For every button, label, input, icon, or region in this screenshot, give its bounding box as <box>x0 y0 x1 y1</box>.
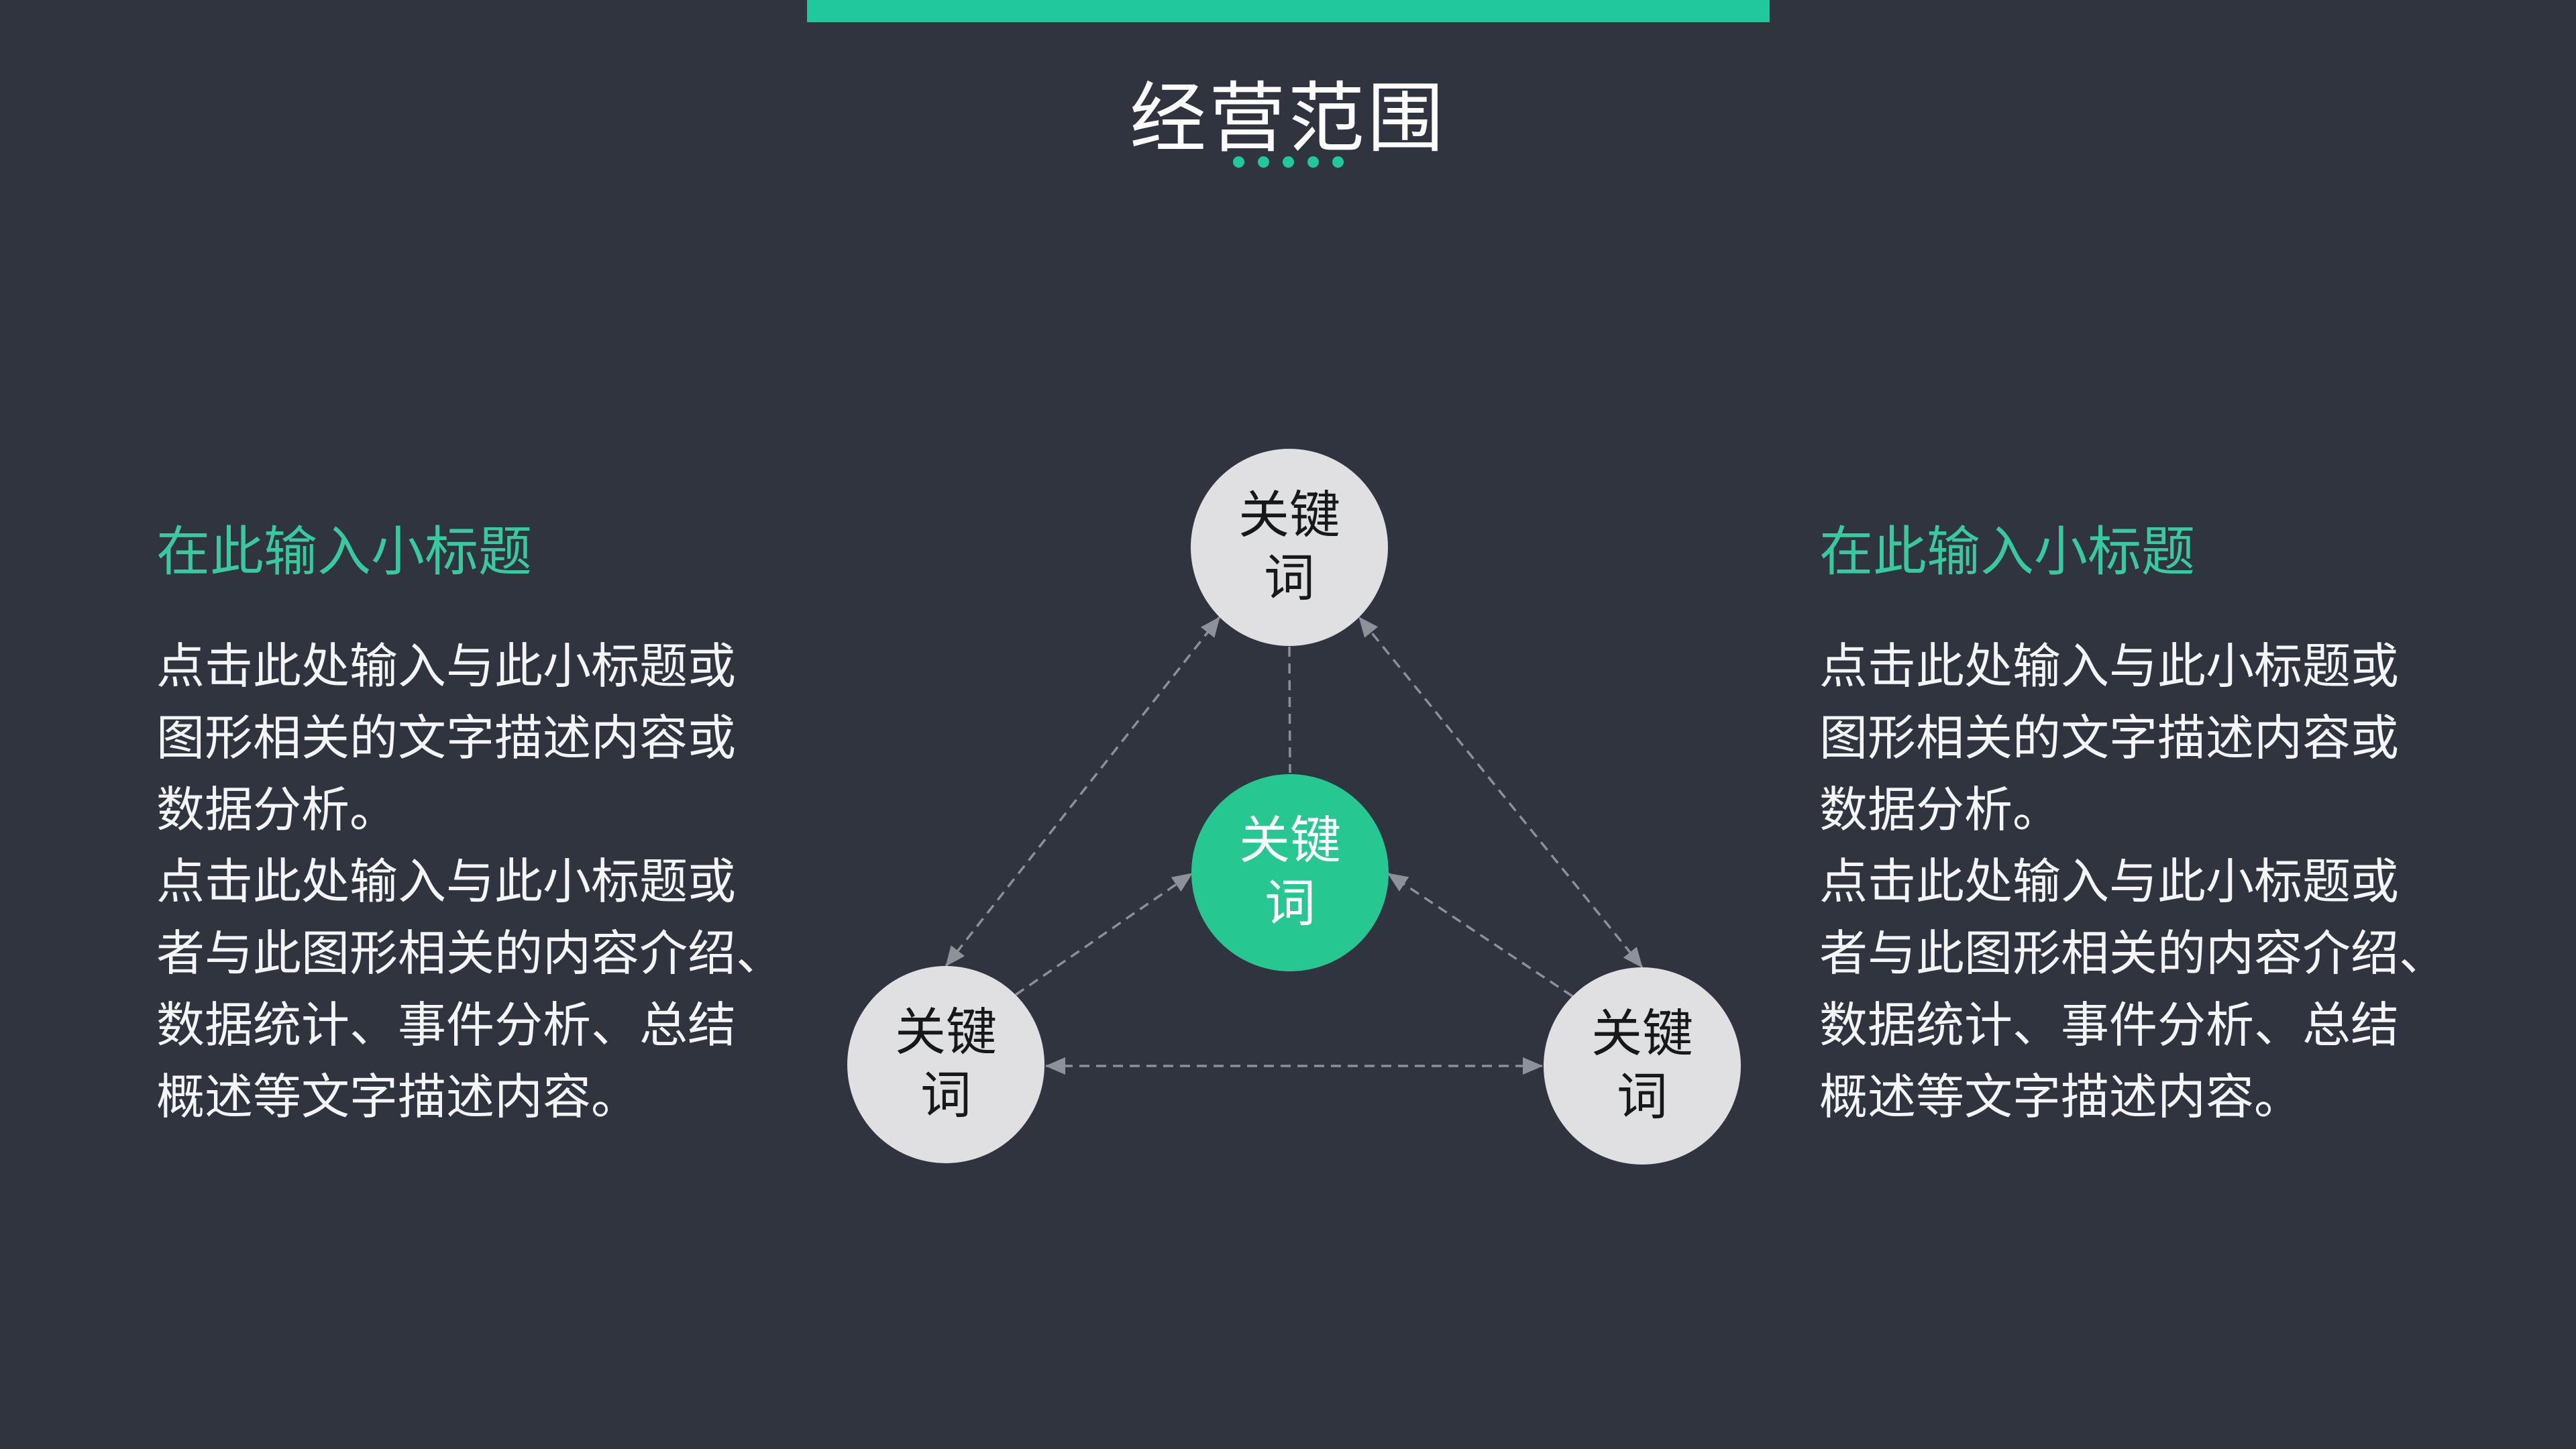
keyword-label: 关键 <box>895 1004 997 1061</box>
body-text-line: 图形相关的文字描述内容或 <box>1819 712 2400 765</box>
body-text-line: 概述等文字描述内容。 <box>1819 1071 2303 1124</box>
left-body-text: 点击此处输入与此小标题或 图形相关的文字描述内容或 数据分析。 点击此处输入与此… <box>156 631 814 1134</box>
body-text-line: 者与此图形相关的内容介绍、 <box>1819 927 2448 981</box>
body-text-line: 者与此图形相关的内容介绍、 <box>156 927 785 981</box>
connector-top-bottomleft <box>945 616 1221 967</box>
body-text-line: 数据分析。 <box>156 784 398 837</box>
keyword-label: 词 <box>1264 550 1315 607</box>
connector-bottomright-center <box>1387 872 1573 998</box>
keyword-label: 关键 <box>1238 487 1340 544</box>
keyword-label: 词 <box>920 1067 971 1124</box>
left-text-panel: 在此输入小标题 点击此处输入与此小标题或 图形相关的文字描述内容或 数据分析。 … <box>156 524 814 1134</box>
accent-dot <box>1257 156 1269 168</box>
connector-top-center <box>1288 646 1291 773</box>
connector-top-bottomright <box>1358 616 1644 969</box>
keyword-label: 词 <box>1617 1069 1668 1126</box>
right-subtitle: 在此输入小标题 <box>1819 522 2195 582</box>
body-text-line: 点击此处输入与此小标题或 <box>156 855 737 909</box>
keyword-circle-bottom-left: 关键 词 <box>847 966 1044 1163</box>
right-body-text: 点击此处输入与此小标题或 图形相关的文字描述内容或 数据分析。 点击此处输入与此… <box>1819 631 2477 1134</box>
keyword-circle-center: 关键 词 <box>1191 774 1389 971</box>
body-text-line: 点击此处输入与此小标题或 <box>1819 640 2400 694</box>
accent-dot <box>1307 156 1319 168</box>
page-title: 经营范围 <box>1129 76 1446 162</box>
body-text-line: 点击此处输入与此小标题或 <box>1819 855 2400 909</box>
keyword-label: 关键 <box>1591 1006 1693 1063</box>
body-text-line: 图形相关的文字描述内容或 <box>156 712 737 765</box>
body-text-line: 数据统计、事件分析、总结 <box>1819 999 2400 1053</box>
title-underline-dots <box>0 156 2576 168</box>
keyword-circle-bottom-right: 关键 词 <box>1544 967 1741 1165</box>
keyword-label: 词 <box>1265 875 1316 932</box>
accent-dot <box>1332 156 1344 168</box>
right-text-panel: 在此输入小标题 点击此处输入与此小标题或 图形相关的文字描述内容或 数据分析。 … <box>1819 524 2477 1134</box>
keyword-label: 关键 <box>1239 812 1341 869</box>
header-accent-bar <box>807 0 1770 22</box>
body-text-line: 数据统计、事件分析、总结 <box>156 999 737 1053</box>
body-text-line: 点击此处输入与此小标题或 <box>156 640 737 694</box>
body-text-line: 概述等文字描述内容。 <box>156 1071 640 1124</box>
keyword-circle-top: 关键 词 <box>1191 449 1388 646</box>
accent-dot <box>1232 156 1244 168</box>
accent-dot <box>1282 156 1294 168</box>
connector-bottomleft-center <box>1015 872 1193 996</box>
body-text-line: 数据分析。 <box>1819 784 2061 837</box>
left-subtitle: 在此输入小标题 <box>156 522 532 582</box>
